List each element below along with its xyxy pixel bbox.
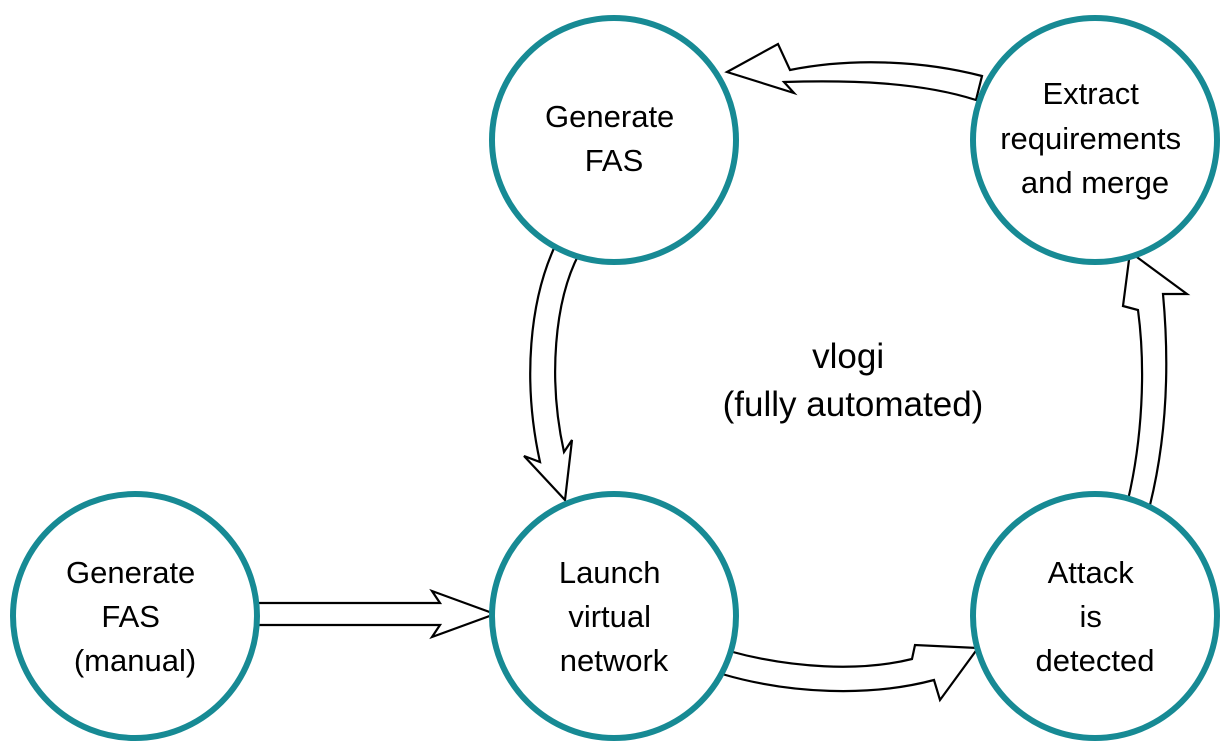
node-extract-requirements-line-1: Extract — [1042, 76, 1139, 111]
node-generate-fas-loop-circle — [489, 15, 739, 265]
node-extract-requirements-label: Extract requirements and merge — [1000, 76, 1190, 200]
node-generate-fas-manual-circle — [10, 491, 260, 741]
node-launch-virtual-network: Launch virtual network — [489, 491, 739, 741]
node-launch-virtual-network-circle — [489, 491, 739, 741]
node-launch-virtual-network-line-1: Launch — [559, 555, 661, 590]
node-attack-detected-line-3: detected — [1036, 643, 1155, 678]
arrow-launch-to-attack — [720, 643, 981, 703]
arrow-generate-to-launch — [523, 244, 582, 503]
node-extract-requirements-line-2: requirements — [1000, 121, 1181, 156]
cycle-label-line-1: vlogi — [812, 337, 884, 376]
node-generate-fas-manual-line-2: FAS — [101, 599, 160, 634]
node-attack-detected-line-1: Attack — [1048, 555, 1135, 590]
node-generate-fas-manual-line-3: (manual) — [74, 643, 196, 678]
node-attack-detected-circle — [970, 491, 1220, 741]
node-attack-detected: Attack is detected — [970, 491, 1220, 741]
arrow-manual-to-launch — [253, 588, 499, 640]
node-generate-fas-manual-label: Generate FAS (manual) — [66, 555, 204, 678]
node-generate-fas-loop-line-2: FAS — [585, 143, 644, 178]
cycle-label-line-2: (fully automated) — [723, 385, 984, 424]
node-generate-fas-loop-line-1: Generate — [545, 99, 674, 134]
node-generate-fas-loop-label: Generate FAS — [545, 99, 683, 178]
node-generate-fas-manual: Generate FAS (manual) — [10, 491, 260, 741]
node-extract-requirements-line-3: and merge — [1021, 165, 1169, 200]
node-attack-detected-line-2: is — [1079, 599, 1101, 634]
node-launch-virtual-network-line-3: network — [560, 643, 669, 678]
arrow-extract-to-generate — [724, 42, 984, 102]
node-extract-requirements-circle — [970, 15, 1220, 265]
node-generate-fas-manual-line-1: Generate — [66, 555, 195, 590]
node-launch-virtual-network-line-2: virtual — [568, 599, 651, 634]
cycle-label: vlogi (fully automated) — [723, 337, 984, 424]
node-launch-virtual-network-label: Launch virtual network — [559, 555, 669, 678]
arrow-attack-to-extract — [1121, 250, 1191, 507]
node-extract-requirements: Extract requirements and merge — [970, 15, 1220, 265]
node-generate-fas-loop: Generate FAS — [489, 15, 739, 265]
node-attack-detected-label: Attack is detected — [1036, 555, 1155, 678]
